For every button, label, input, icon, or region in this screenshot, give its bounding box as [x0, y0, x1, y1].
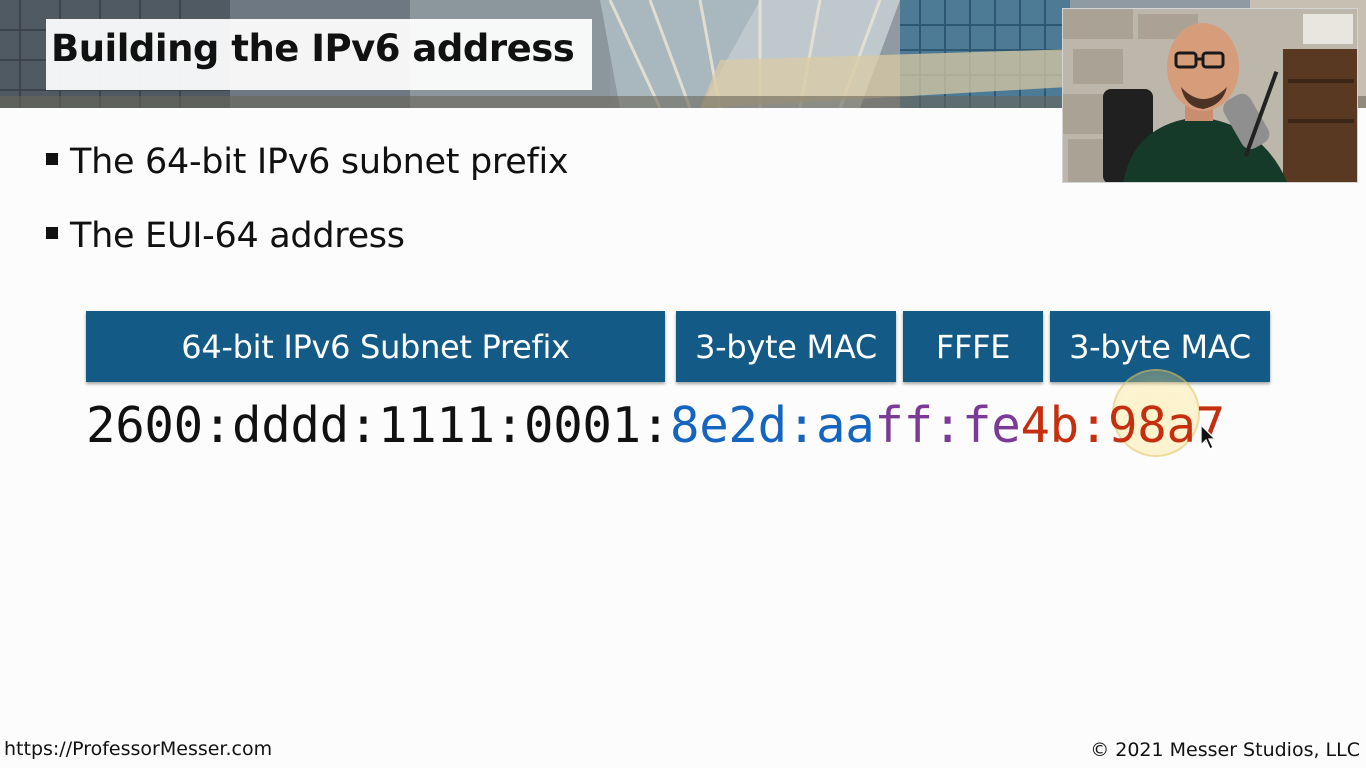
segment-subnet-prefix: 64-bit IPv6 Subnet Prefix: [86, 311, 665, 382]
mouse-pointer-icon: [1200, 424, 1216, 450]
segment-mac-last: 3-byte MAC: [1050, 311, 1270, 382]
presenter-video: [1062, 8, 1358, 183]
cursor-highlight: [1112, 369, 1200, 457]
bullet-text: The EUI-64 address: [70, 216, 405, 256]
footer-url[interactable]: https://ProfessorMesser.com: [4, 738, 273, 760]
bullet-square-icon: [46, 153, 58, 165]
segment-fffe: FFFE: [903, 311, 1043, 382]
address-mac-first: 8e2d:aa: [670, 397, 875, 454]
bullet-item: The 64-bit IPv6 subnet prefix: [46, 142, 569, 182]
title-box: [46, 19, 592, 90]
bullet-item: The EUI-64 address: [46, 216, 405, 256]
bullet-text: The 64-bit IPv6 subnet prefix: [70, 142, 569, 182]
segment-mac-first: 3-byte MAC: [676, 311, 896, 382]
ipv6-address: 2600:dddd:1111:0001:8e2d:aaff:fe4b:98a7: [86, 398, 1225, 454]
footer-copyright: © 2021 Messer Studios, LLC: [1090, 739, 1360, 761]
bullet-square-icon: [46, 227, 58, 239]
address-prefix: 2600:dddd:1111:0001:: [86, 397, 671, 454]
address-mac-last: 4b:98a7: [1020, 397, 1225, 454]
address-fffe: ff:fe: [874, 397, 1021, 454]
slide-title: Building the IPv6 address: [51, 27, 575, 70]
